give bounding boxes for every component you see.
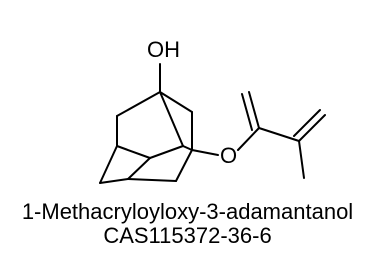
bond-c6-ch2-b [293,109,321,137]
bond-c6-ch2-a [298,114,326,142]
ether-oxygen-label: O [220,143,237,168]
bond-c3b-bridge [127,157,151,180]
cas-number: CAS115372-36-6 [103,223,272,248]
bond-c1-c2a [116,91,161,117]
bond-c1-c2c [159,91,184,147]
bond-c5-ch2-b [241,93,253,131]
bond-ch2-c3b [99,178,129,184]
bond-c3b-c4 [127,178,177,182]
bond-c5-ch2-a [248,91,260,129]
bond-o-c5 [237,127,260,151]
bond-c5-c6 [258,127,300,142]
bond-bridge-c3 [149,145,184,159]
bond-c2c-c3 [182,145,193,151]
bond-c3-o [191,149,219,156]
hydroxyl-label: OH [147,37,180,62]
bond-c1-c2b [159,91,193,113]
bond-c4-c3 [175,149,193,182]
bond-c3a-bridge [116,145,151,159]
compound-name: 1-Methacryloyloxy-3-adamantanol [21,199,354,224]
bond-c6-methyl [298,140,305,179]
bond-c3a-ch2 [99,145,118,184]
